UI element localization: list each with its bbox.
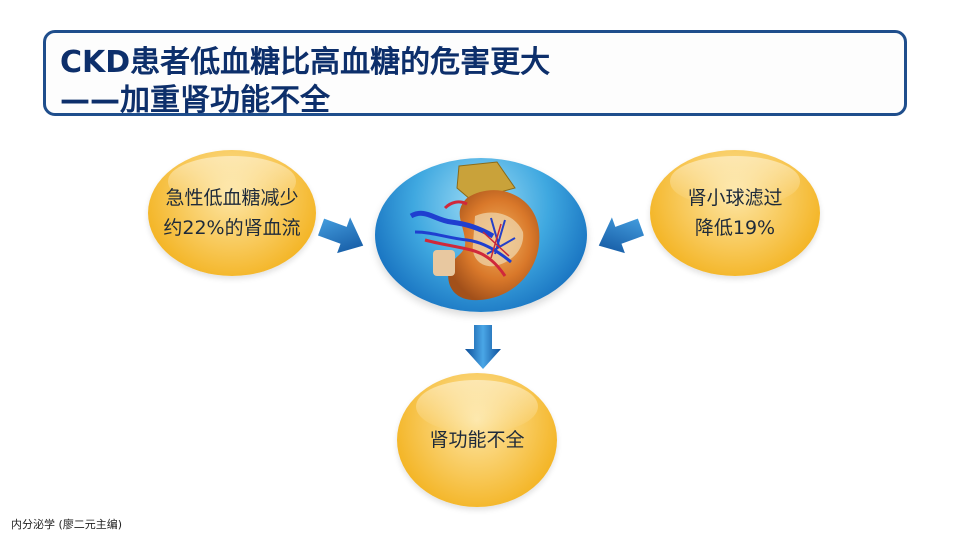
arrow-right-down-icon <box>318 217 364 254</box>
kidney-icon <box>409 161 540 301</box>
title-box: CKD患者低血糖比高血糖的危害更大 ——加重肾功能不全 <box>43 30 907 118</box>
node-renal-blood-flow: 急性低血糖减少 约22%的肾血流 <box>148 150 316 276</box>
node-gfr: 肾小球滤过 降低19% <box>650 150 820 276</box>
node-text-line2: 约22%的肾血流 <box>163 217 301 239</box>
node-renal-insufficiency: 肾功能不全 <box>397 373 557 507</box>
node-text-line1: 肾小球滤过 <box>687 187 783 209</box>
kidney-image-node <box>375 158 587 312</box>
node-text-line2: 降低19% <box>694 217 776 239</box>
node-text: 肾功能不全 <box>429 429 525 451</box>
node-text-line1: 急性低血糖减少 <box>165 187 299 209</box>
oval-highlight <box>670 156 800 207</box>
oval-highlight <box>416 379 538 434</box>
oval-highlight <box>168 156 296 207</box>
slide-subtitle: ——加重肾功能不全 <box>60 83 330 118</box>
slide-title: CKD患者低血糖比高血糖的危害更大 <box>60 45 551 80</box>
arrow-left-down-icon <box>598 217 644 254</box>
arrow-down-icon <box>465 325 501 369</box>
source-citation: 内分泌学 (廖二元主编) <box>11 518 123 531</box>
